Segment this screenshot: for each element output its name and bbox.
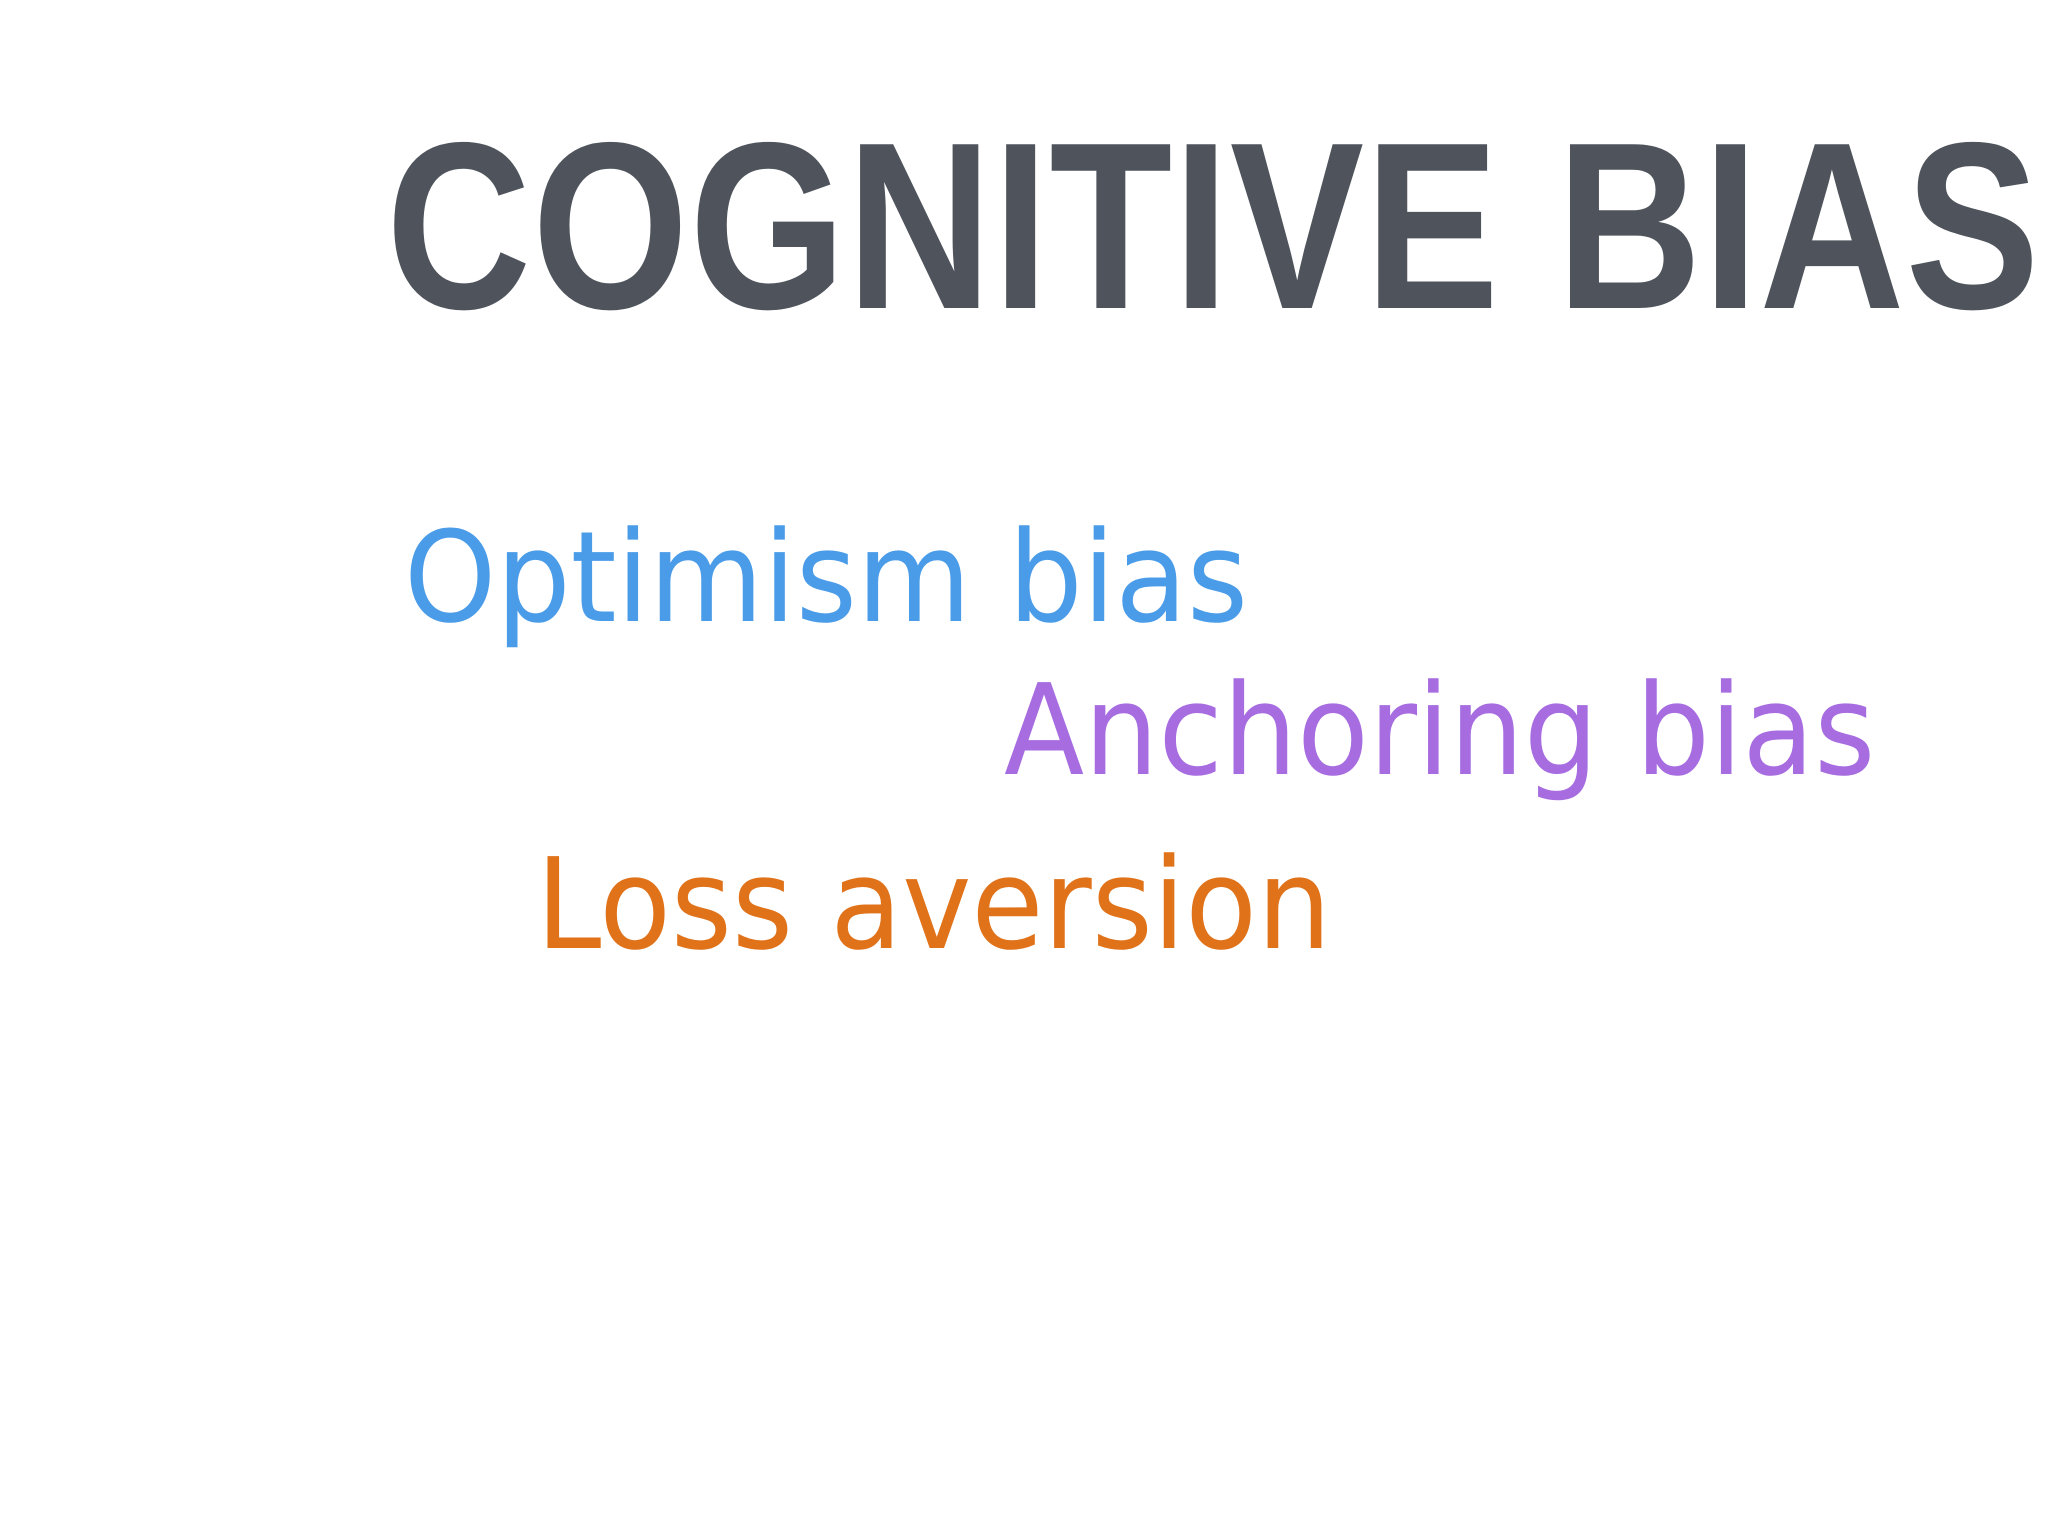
bias-item-loss-aversion: Loss aversion	[536, 831, 1332, 978]
page-title: COGNITIVE BIASES	[386, 94, 2048, 359]
bias-item-anchoring: Anchoring bias	[1004, 657, 1876, 804]
bias-item-optimism: Optimism bias	[404, 504, 1249, 651]
